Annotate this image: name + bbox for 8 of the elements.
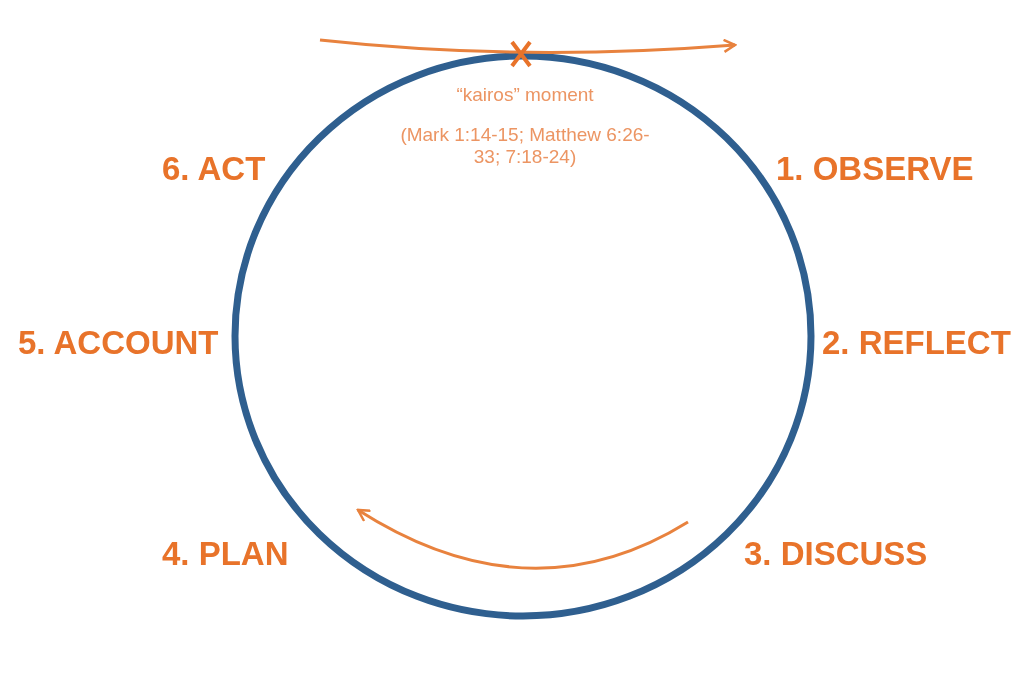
step-label: 3. DISCUSS <box>744 535 928 573</box>
step-label: 1. OBSERVE <box>776 150 974 188</box>
step-label: 5. ACCOUNT <box>18 324 219 362</box>
step-label: 6. ACT <box>162 150 266 188</box>
note-text: “kairos” moment <box>455 84 595 106</box>
step-label: 4. PLAN <box>162 535 289 573</box>
step-label: 2. REFLECT <box>822 324 1011 362</box>
note-text: (Mark 1:14-15; Matthew 6:26-33; 7:18-24) <box>399 124 651 168</box>
